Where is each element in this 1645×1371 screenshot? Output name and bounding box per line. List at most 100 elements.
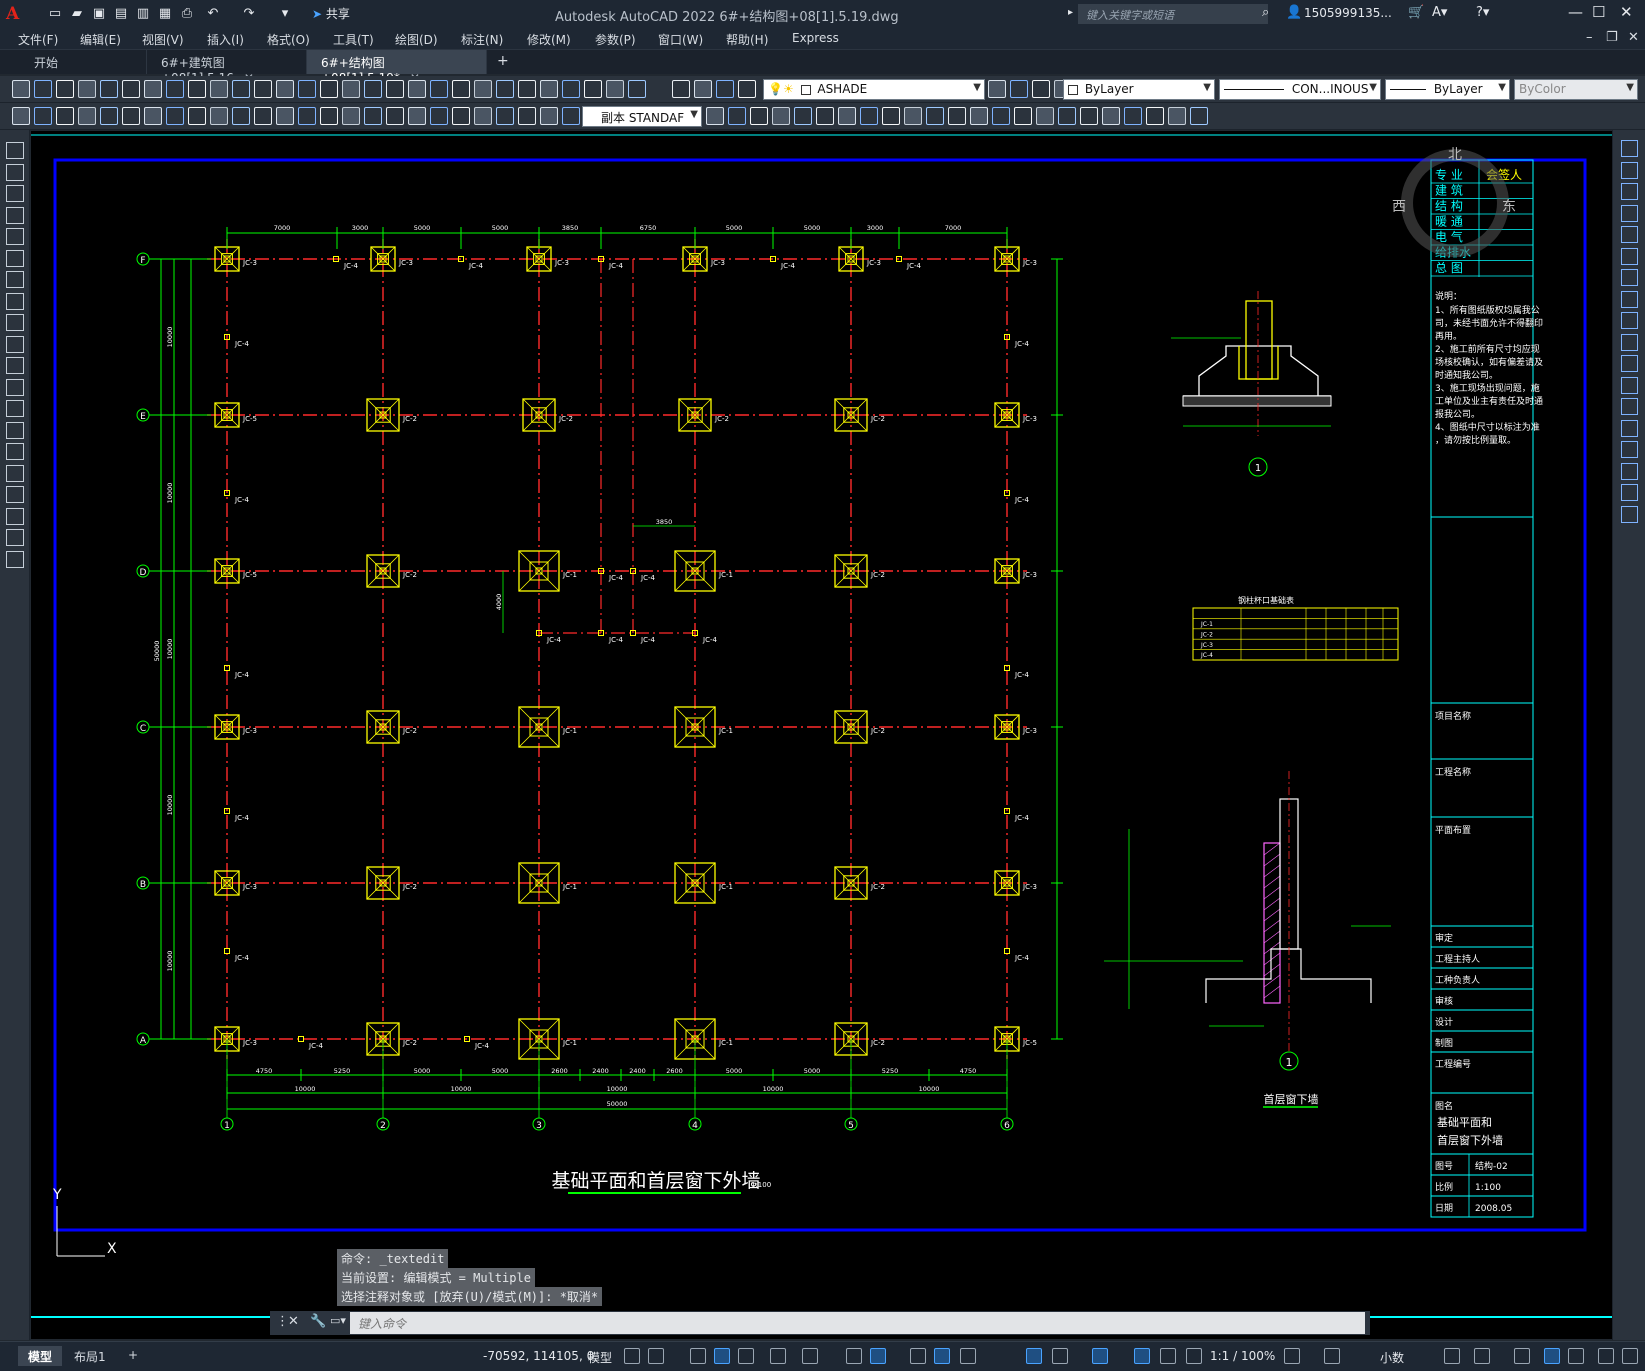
toolbar-tool-icon[interactable] (540, 107, 558, 125)
units-value[interactable]: 小数 (1380, 1351, 1405, 1365)
maximize-icon[interactable]: ☐ (1592, 3, 1606, 21)
toolbar-tool-icon[interactable] (750, 107, 768, 125)
toolbar-tool-icon[interactable] (276, 80, 294, 98)
toolbar-tool-icon[interactable] (562, 80, 580, 98)
color-dropdown[interactable]: ByLayer ▼ (1063, 79, 1215, 100)
lock-ui-icon[interactable] (1474, 1348, 1490, 1364)
toolbar-tool-icon[interactable] (56, 107, 74, 125)
draw-tool-icon[interactable] (6, 249, 24, 267)
modify-tool-icon[interactable] (1621, 484, 1638, 501)
modify-tool-icon[interactable] (1621, 226, 1638, 243)
user-name[interactable]: 1505999135... (1304, 6, 1392, 20)
toolbar-tool-icon[interactable] (816, 107, 834, 125)
doc-restore-icon[interactable]: ❐ (1606, 30, 1618, 45)
search-input[interactable]: 键入关键字或短语 (1078, 4, 1268, 24)
draw-tool-icon[interactable] (6, 206, 24, 224)
autocad-logo-icon[interactable]: A (6, 4, 20, 24)
user-icon[interactable]: 👤 (1286, 5, 1303, 20)
toolbar-tool-icon[interactable] (1080, 107, 1098, 125)
menu-draw[interactable]: 绘图(D) (395, 33, 438, 47)
toolbar-tool-icon[interactable] (298, 107, 316, 125)
cmd-history-icon[interactable]: ▭▾ (330, 1314, 346, 1327)
model-space-button[interactable]: 模型 (588, 1351, 613, 1365)
toolbar-tool-icon[interactable] (1010, 80, 1028, 98)
toolbar-tool-icon[interactable] (122, 80, 140, 98)
isodraft-icon[interactable] (770, 1348, 786, 1364)
modify-tool-icon[interactable] (1621, 247, 1638, 265)
modify-tool-icon[interactable] (1621, 290, 1638, 308)
coordinates-readout[interactable]: -70592, 114105, 0 (483, 1349, 595, 1363)
print-icon[interactable]: ⎙ (181, 6, 193, 21)
open-icon[interactable]: ▰ (72, 6, 82, 21)
grid-icon[interactable] (624, 1348, 640, 1364)
draw-tool-icon[interactable] (6, 163, 24, 181)
menu-parametric[interactable]: 参数(P) (595, 33, 636, 47)
fullscreen-icon[interactable] (1598, 1348, 1614, 1364)
toolbar-tool-icon[interactable] (474, 80, 492, 98)
toolbar-tool-icon[interactable] (254, 80, 272, 98)
grip-icon[interactable]: ⋮ (276, 1314, 289, 1329)
toolbar-tool-icon[interactable] (1190, 107, 1208, 125)
draw-tool-icon[interactable] (6, 271, 24, 288)
doc-minimize-icon[interactable]: – (1586, 30, 1593, 45)
toolbar-tool-icon[interactable] (474, 107, 492, 125)
toolbar-tool-icon[interactable] (860, 107, 878, 125)
toolbar-tool-icon[interactable] (56, 80, 74, 98)
draw-tool-icon[interactable] (6, 550, 24, 568)
draw-tool-icon[interactable] (6, 507, 24, 525)
command-input[interactable]: 键入命令 (350, 1312, 1365, 1334)
gizmo-icon[interactable] (1092, 1348, 1108, 1364)
textstyle-dropdown[interactable]: 副本 STANDAF ▼ (582, 106, 702, 127)
modify-tool-icon[interactable] (1621, 376, 1638, 394)
customize-icon[interactable]: ▾ (281, 6, 289, 21)
draw-tool-icon[interactable] (6, 421, 24, 439)
annotation-scale-value[interactable]: 1:1 / 100% (1210, 1349, 1276, 1363)
toolbar-tool-icon[interactable] (210, 80, 228, 98)
plus-icon[interactable] (1324, 1348, 1340, 1364)
save-icon[interactable]: ▣ (92, 6, 106, 21)
modify-tool-icon[interactable] (1621, 140, 1638, 157)
hardware-acceleration-icon[interactable] (1544, 1348, 1560, 1364)
osnap-icon[interactable] (846, 1348, 862, 1364)
close-icon[interactable]: ✕ (1620, 3, 1633, 21)
toolbar-tool-icon[interactable] (992, 107, 1010, 125)
toolbar-tool-icon[interactable] (1058, 107, 1076, 125)
toolbar-tool-icon[interactable] (144, 107, 162, 125)
draw-tool-icon[interactable] (6, 378, 24, 396)
draw-tool-icon[interactable] (6, 443, 24, 460)
draw-tool-icon[interactable] (6, 292, 24, 310)
menu-file[interactable]: 文件(F) (18, 33, 59, 47)
quick-properties-icon[interactable] (1444, 1348, 1460, 1364)
toolbar-tool-icon[interactable] (452, 107, 470, 125)
search-expand-icon[interactable]: ▸ (1068, 7, 1074, 18)
clean-screen-icon[interactable] (1568, 1348, 1584, 1364)
modify-tool-icon[interactable] (1621, 204, 1638, 222)
customization-icon[interactable] (1622, 1348, 1638, 1364)
toolbar-tool-icon[interactable] (122, 107, 140, 125)
draw-tool-icon[interactable] (6, 400, 24, 417)
new-tab-icon[interactable]: + (497, 53, 509, 69)
share-button[interactable]: ➤ 共享 (312, 5, 350, 22)
doc-close-icon[interactable]: ✕ (1628, 30, 1639, 45)
toolbar-tool-icon[interactable] (430, 80, 448, 98)
toolbar-tool-icon[interactable] (254, 107, 272, 125)
toolbar-tool-icon[interactable] (794, 107, 812, 125)
close-cmd-icon[interactable]: ✕ (288, 1314, 299, 1329)
menu-view[interactable]: 视图(V) (142, 33, 184, 47)
toolbar-tool-icon[interactable] (1102, 107, 1120, 125)
toolbar-tool-icon[interactable] (34, 80, 52, 98)
modify-tool-icon[interactable] (1621, 355, 1638, 372)
modify-tool-icon[interactable] (1621, 505, 1638, 523)
toolbar-tool-icon[interactable] (988, 80, 1006, 98)
toolbar-tool-icon[interactable] (430, 107, 448, 125)
toolbar-tool-icon[interactable] (364, 107, 382, 125)
toolbar-tool-icon[interactable] (298, 80, 316, 98)
modify-tool-icon[interactable] (1621, 462, 1638, 480)
toolbar-tool-icon[interactable] (584, 80, 602, 98)
toolbar-tool-icon[interactable] (12, 80, 30, 98)
draw-tool-icon[interactable] (6, 357, 24, 374)
search-icon[interactable]: ⌕ (1262, 5, 1270, 20)
toolbar-tool-icon[interactable] (408, 107, 426, 125)
menu-edit[interactable]: 编辑(E) (80, 33, 121, 47)
object-track-icon[interactable] (802, 1348, 818, 1364)
